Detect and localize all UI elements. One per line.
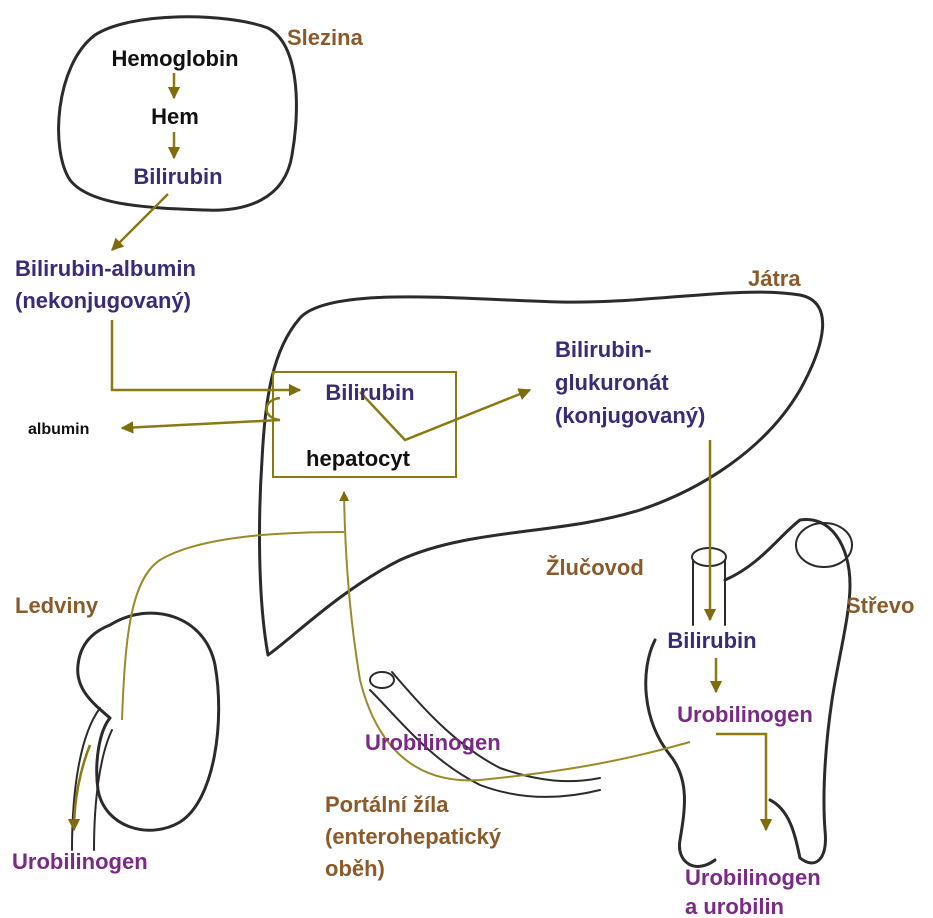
intestine-loop (796, 523, 852, 567)
ureter-outline (72, 708, 112, 850)
arrow-albumin-release (122, 398, 280, 428)
label-bilirubin-albumin: Bilirubin-albumin (15, 256, 196, 281)
label-intestine-bilirubin: Bilirubin (667, 628, 756, 653)
label-output-2: a urobilin (685, 894, 784, 918)
label-hemoglobin: Hemoglobin (111, 46, 238, 71)
label-glucuronide-3: (konjugovaný) (555, 403, 705, 428)
intestine-outline (646, 519, 850, 866)
kidney-outline (78, 613, 219, 830)
label-portal-urobilinogen: Urobilinogen (365, 730, 501, 755)
organ-label-intestine: Střevo (846, 593, 914, 618)
organ-label-kidneys: Ledviny (15, 593, 99, 618)
label-hem: Hem (151, 104, 199, 129)
organ-label-liver: Játra (748, 266, 801, 291)
label-kidney-urobilinogen: Urobilinogen (12, 849, 148, 874)
organ-label-portal-2: (enterohepatický (325, 824, 502, 849)
arrow-intestine-output (716, 734, 766, 830)
arrow-kidney-branch (122, 532, 344, 720)
label-glucuronide-1: Bilirubin- (555, 337, 652, 362)
label-glucuronide-2: glukuronát (555, 370, 669, 395)
label-hepatocyte: hepatocyt (306, 446, 411, 471)
organ-label-portal-1: Portální žíla (325, 792, 449, 817)
label-albumin: albumin (28, 421, 89, 438)
organ-label-spleen: Slezina (287, 25, 364, 50)
label-intestine-urobilinogen: Urobilinogen (677, 702, 813, 727)
portal-vein-opening (370, 672, 394, 688)
label-unconjugated: (nekonjugovaný) (15, 288, 191, 313)
liver-outline (260, 292, 823, 655)
organ-label-portal-3: oběh) (325, 856, 385, 881)
arrow-kidney-excretion (74, 745, 90, 830)
label-output-1: Urobilinogen (685, 865, 821, 890)
organ-label-bile-duct: Žlučovod (546, 555, 644, 580)
label-hepatocyte-bilirubin: Bilirubin (325, 380, 414, 405)
label-spleen-bilirubin: Bilirubin (133, 164, 222, 189)
